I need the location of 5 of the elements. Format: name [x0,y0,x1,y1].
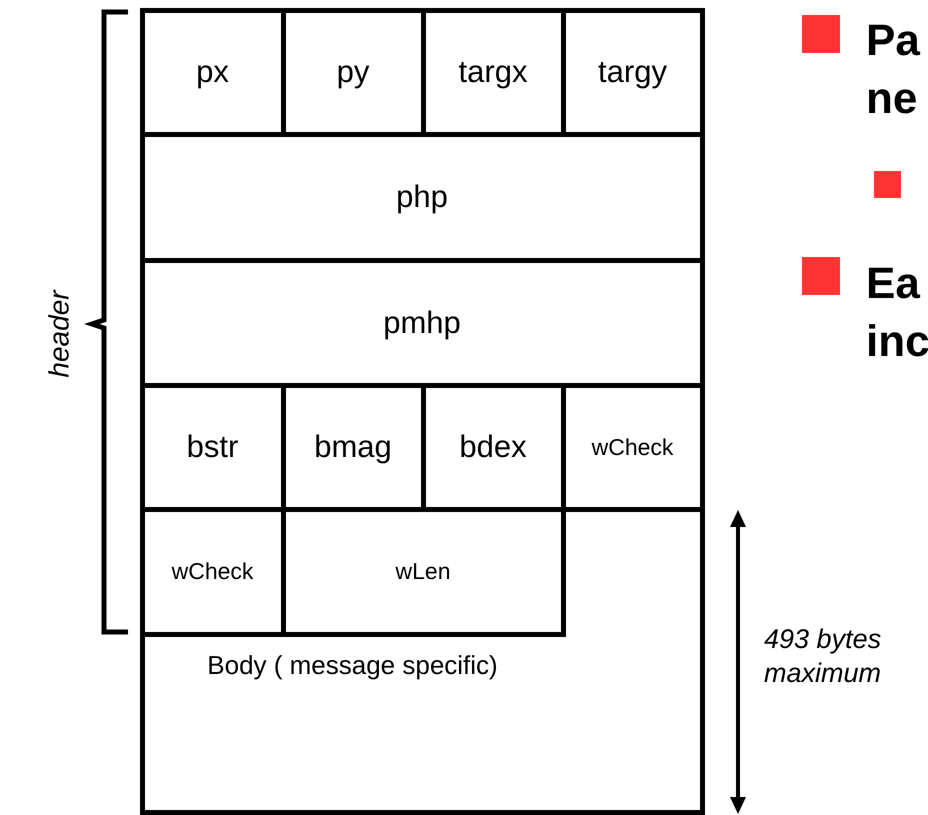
field-label: Body ( message specific) [206,650,499,681]
size-note: 493 bytes maximum [764,623,882,690]
bullet-text: Pa ne [866,15,922,125]
brace-label: header [44,290,76,378]
bullet-text: Ea inc [866,258,926,368]
